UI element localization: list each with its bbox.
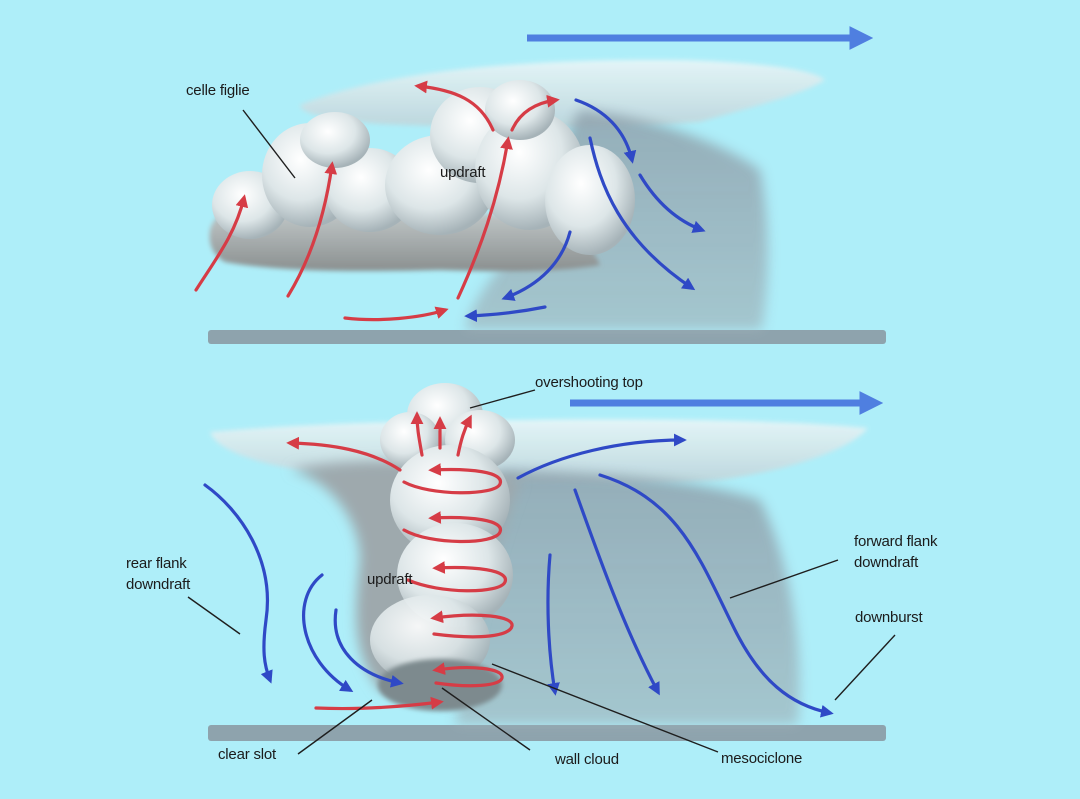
cloud-puff [545,145,635,255]
top-panel [196,38,886,344]
label-forward-flank-downdraft: forward flank downdraft [854,531,937,573]
label-wall-cloud: wall cloud [555,749,619,770]
bottom-panel [188,383,895,754]
downdraft-arrow [205,485,270,680]
downdraft-arrow [304,575,350,690]
ground-top [208,330,886,344]
cloud-puff [300,112,370,168]
updraft-arrow [345,310,445,320]
storm-cloud-top [210,60,825,330]
label-mesociclone: mesociclone [721,748,802,769]
cloud-puff [485,80,555,140]
label-forward-flank-line1: forward flank [854,531,937,552]
label-celle-figlie: celle figlie [186,80,249,101]
label-rear-flank-downdraft: rear flank downdraft [126,553,190,595]
leader-overshooting-top [470,390,535,408]
ground-bottom [208,725,886,741]
storm-cloud-bottom [210,383,868,725]
leader-downburst [835,635,895,700]
label-forward-flank-line2: downdraft [854,552,937,573]
anvil-top [300,60,825,128]
label-clear-slot: clear slot [218,744,276,765]
label-rear-flank-line2: downdraft [126,574,190,595]
label-downburst: downburst [855,607,922,628]
label-rear-flank-line1: rear flank [126,553,190,574]
label-updraft-top: updraft [440,162,485,183]
leader-rear-flank [188,597,240,634]
label-updraft-bottom: updraft [367,569,412,590]
label-overshooting-top: overshooting top [535,372,643,393]
